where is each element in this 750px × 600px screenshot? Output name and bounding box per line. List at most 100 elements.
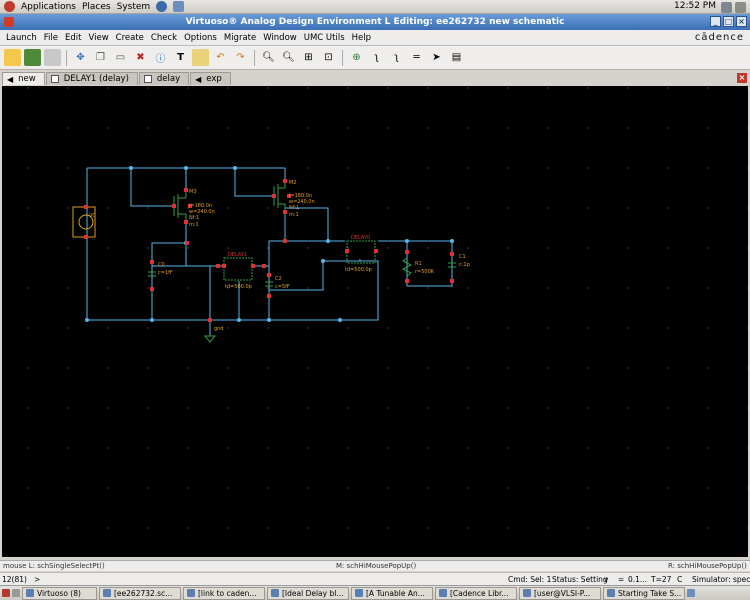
menu-window[interactable]: Window [263,32,297,43]
redo-icon[interactable]: ↷ [236,52,245,63]
m2-pin-d[interactable] [283,210,287,214]
undo-icon[interactable]: ↶ [216,52,225,63]
cmd-input[interactable]: > [34,575,41,584]
c2-capacitor[interactable]: C2 c=5fF [265,273,290,298]
delay1-pin-out[interactable] [251,264,255,268]
saveas-icon[interactable] [44,49,61,66]
delay1-pin-in[interactable] [222,264,226,268]
menu-options[interactable]: Options [184,32,217,43]
wire-m3-drain[interactable] [151,222,187,320]
volume-icon[interactable] [735,2,746,13]
tab-delay[interactable]: delay [138,72,190,85]
close-tab-icon[interactable]: × [737,73,747,83]
c0-capacitor[interactable]: C0 c=1fF [148,260,173,291]
close-button[interactable]: × [736,16,747,27]
menu-file[interactable]: File [43,32,59,43]
m3-pin-g[interactable] [172,204,176,208]
show-desktop-icon[interactable] [2,589,10,597]
menu-launch[interactable]: Launch [6,32,37,43]
zoom-out-icon[interactable]: 🔍︎ [282,52,295,63]
gnd-symbol[interactable]: gnd [203,318,224,343]
c0-pin-top[interactable] [150,260,154,264]
c2-pin-top[interactable] [267,273,271,277]
move-icon[interactable]: ✥ [76,52,85,63]
wire-m2-gate[interactable] [234,168,274,197]
applications-menu[interactable]: Applications [21,1,76,12]
menu-check[interactable]: Check [150,32,178,43]
maximize-button[interactable]: □ [723,16,734,27]
v0-pin-top[interactable] [84,205,88,209]
instance-icon[interactable]: ⊕ [352,52,361,63]
text-icon[interactable]: T [177,52,184,63]
open-icon[interactable] [4,49,21,66]
wire-icon[interactable]: ʅ [374,52,379,63]
delay0-block[interactable]: DELAY0 td=500.0p [345,235,378,273]
check-save-icon[interactable]: ▤ [451,52,462,63]
stretch-icon[interactable]: ▭ [115,52,126,63]
c0-pin-bottom[interactable] [150,287,154,291]
zoom-fit-icon[interactable]: ⊞ [304,52,313,63]
network-icon[interactable] [721,2,732,13]
taskbar-item[interactable]: [A Tunable An... [351,586,433,600]
note-icon[interactable] [192,49,209,66]
taskbar-item[interactable]: [Ideal Delay bl... [267,586,349,600]
tab-new[interactable]: ◀ new [2,72,45,85]
taskbar-item[interactable]: [user@VLSI-P... [519,586,601,600]
menu-create[interactable]: Create [115,32,144,43]
wire-delay1-out[interactable] [253,240,285,267]
delay0-pin-out[interactable] [374,249,378,253]
r1-pin-top[interactable] [405,250,409,254]
menu-umc-utils[interactable]: UMC Utils [303,32,345,43]
m2-pin-g[interactable] [272,194,276,198]
menu-migrate[interactable]: Migrate [223,32,257,43]
menu-view[interactable]: View [88,32,109,43]
virtuoso-app-icon[interactable] [4,17,14,27]
window-titlebar[interactable]: Virtuoso® Analog Design Environment L Ed… [0,14,750,30]
delete-icon[interactable]: ✖ [136,52,145,63]
taskbar-item[interactable]: [Cadence Libr... [435,586,517,600]
m3-pin-b[interactable] [188,204,192,208]
m2-pin-b[interactable] [287,194,291,198]
gnome-foot-icon[interactable] [4,1,15,12]
taskbar-item[interactable]: Starting Take S... [603,586,685,600]
taskbar-item[interactable]: [ee262732.sc... [99,586,181,600]
m3-transistor[interactable]: M3 l=180.0n w=240.0n Nf:1 m:1 [172,188,215,228]
taskbar-item[interactable]: Virtuoso (8) [22,586,97,600]
schematic-canvas[interactable]: V0 M3 l=180.0n w=240.0n Nf:1 m:1 [2,86,748,557]
c2-pin-bottom[interactable] [267,294,271,298]
minimize-button[interactable]: _ [710,16,721,27]
c1-capacitor[interactable]: C1 c:1p [448,252,470,283]
zoom-in-icon[interactable]: 🔍︎ [262,52,275,63]
properties-icon[interactable]: ⓘ [155,54,166,65]
wires[interactable] [86,167,453,336]
tab-delay1[interactable]: DELAY1 (delay) [45,72,138,85]
places-menu[interactable]: Places [81,1,111,12]
wire-m3-gate[interactable] [130,168,174,207]
menu-help[interactable]: Help [351,32,372,43]
clock[interactable]: 12:52 PM [674,1,716,11]
m2-transistor[interactable]: M2 l=180.0n w=240.0n Nf:1 m:1 [272,179,315,218]
r1-resistor[interactable]: R1 r=500K [401,250,435,283]
m2-pin-s[interactable] [283,179,287,183]
r1-pin-bottom[interactable] [405,279,409,283]
taskbar-item[interactable]: [link to caden... [183,586,265,600]
wire-bottom[interactable] [86,168,379,321]
delay0-pin-in[interactable] [345,249,349,253]
probe-icon[interactable]: ➤ [432,52,441,63]
m3-pin-d[interactable] [184,220,188,224]
browser-icon[interactable] [156,1,168,12]
back-arrow-icon[interactable]: ◀ [195,74,202,84]
mail-icon[interactable] [173,1,185,12]
m3-pin-s[interactable] [184,188,188,192]
copy-icon[interactable]: ❐ [96,52,105,63]
menu-edit[interactable]: Edit [65,32,82,43]
gnd-pin[interactable] [208,318,212,322]
save-icon[interactable] [24,49,41,66]
c1-pin-top[interactable] [450,252,454,256]
schematic-drawing[interactable]: V0 M3 l=180.0n w=240.0n Nf:1 m:1 [2,86,748,557]
wire-label-icon[interactable]: ʅ [394,52,399,63]
workspace-switcher-icon[interactable] [687,589,695,597]
c1-pin-bottom[interactable] [450,279,454,283]
v0-pin-bottom[interactable] [84,235,88,239]
v0-source[interactable]: V0 [72,205,96,239]
